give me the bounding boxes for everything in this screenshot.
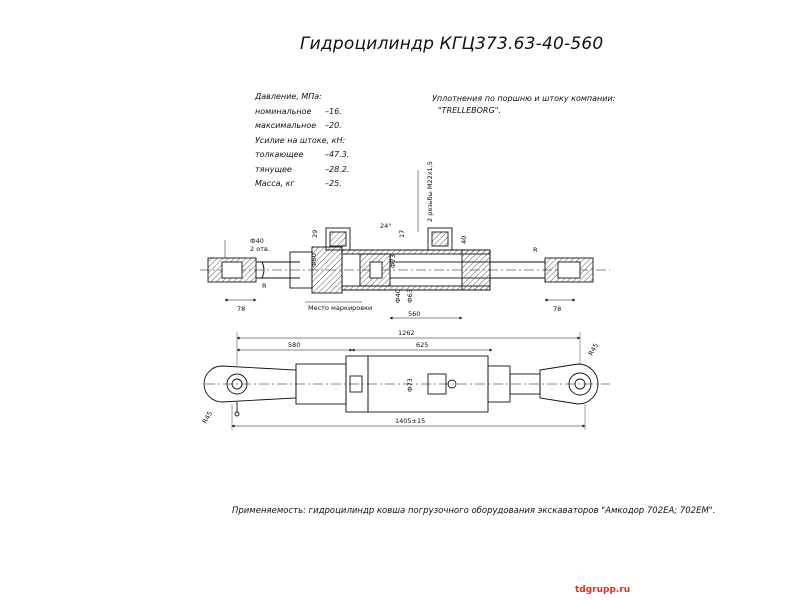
pull-label: тянущее xyxy=(255,164,292,174)
max-value: –20. xyxy=(325,121,342,130)
label-d73-view: Ф73 xyxy=(406,378,414,392)
label-40-top: 40 xyxy=(460,236,468,244)
label-total-length: 1405±15 xyxy=(395,417,425,425)
label-d73-section: Ф73 xyxy=(389,254,397,268)
section-view xyxy=(200,170,610,320)
label-78-left: 78 xyxy=(237,305,245,313)
left-port xyxy=(325,227,351,251)
label-78-right: 78 xyxy=(553,305,561,313)
label-625: 625 xyxy=(416,341,428,349)
label-d63: Ф63 xyxy=(406,289,414,303)
drawing-title: Гидроцилиндр КГЦ373.63-40-560 xyxy=(300,34,604,54)
exterior-view xyxy=(203,332,610,430)
seals-line1: Уплотнения по поршню и штоку компании: xyxy=(432,94,616,103)
push-value: –47.3. xyxy=(325,150,350,159)
label-d40-rod: Ф40 xyxy=(394,289,402,303)
force-header: Усилие на штоке, кН: xyxy=(255,135,346,145)
label-29: 29 xyxy=(311,230,319,238)
right-eye xyxy=(539,363,599,405)
nominal-value: –16. xyxy=(325,106,342,116)
label-marking-place: Место маркировки xyxy=(308,304,372,312)
push-row: толкающее –47.3. xyxy=(255,148,349,163)
label-d60: Ф60 xyxy=(310,253,318,267)
left-eye xyxy=(203,365,297,403)
label-r45-left: R45 xyxy=(201,410,214,425)
pressure-header: Давление, МПа: xyxy=(255,92,322,101)
label-17: 17 xyxy=(398,230,406,238)
specs-block: Давление, МПа: номинальное –16. максималь… xyxy=(255,90,349,192)
label-stroke-560: 560 xyxy=(408,310,420,318)
section-labels: Ф40 2 отв. 78 78 R R Ф60 Ф73 Ф40 Ф63 560… xyxy=(237,161,561,318)
applicability-note: Применяемость: гидроцилиндр ковша погруз… xyxy=(232,506,716,516)
right-port xyxy=(427,227,453,251)
max-row: максимальное –20. xyxy=(255,119,349,134)
pull-row: тянущее –28.2. xyxy=(255,163,349,178)
label-r45-right: R45 xyxy=(587,342,600,357)
label-two-holes: 2 отв. xyxy=(250,245,270,253)
site-link[interactable]: tdgrupp.ru xyxy=(575,585,631,595)
mass-label: Масса, кг xyxy=(255,179,295,188)
label-1262: 1262 xyxy=(398,329,415,337)
pull-value: –28.2. xyxy=(325,164,350,174)
label-r-left: R xyxy=(262,282,267,290)
nominal-row: номинальное –16. xyxy=(255,105,349,120)
label-r-right: R xyxy=(533,246,538,254)
mass-row: Масса, кг –25. xyxy=(255,177,349,192)
max-label: максимальное xyxy=(255,121,317,130)
seals-line2: "TRELLEBORG". xyxy=(438,106,501,115)
nominal-label: номинальное xyxy=(255,106,312,116)
push-label: толкающее xyxy=(255,150,304,159)
label-580: 580 xyxy=(288,341,300,349)
label-angle-24: 24° xyxy=(380,222,392,230)
seals-note: Уплотнения по поршню и штоку компании: "… xyxy=(432,93,615,117)
label-d40-eye: Ф40 xyxy=(250,237,264,245)
label-thread: 2 резьбы М22х1,5 xyxy=(426,161,434,222)
mass-value: –25. xyxy=(325,179,342,188)
